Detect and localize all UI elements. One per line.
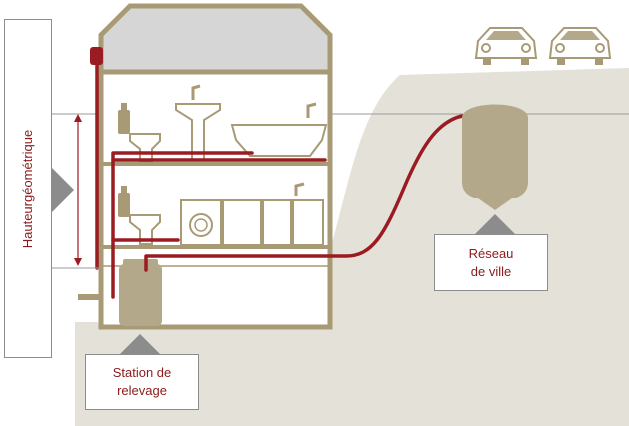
network-label-line1: Réseau xyxy=(468,245,514,261)
toilet-middle-icon xyxy=(129,214,161,245)
water-heater-middle-icon xyxy=(118,186,130,217)
height-callout-pointer xyxy=(52,168,74,212)
city-network-base xyxy=(478,198,512,210)
lifting-station-lid xyxy=(123,259,158,266)
city-network-tank xyxy=(462,104,528,198)
lifting-station-tank xyxy=(119,264,162,326)
washing-machine-icon xyxy=(180,199,222,246)
bath-faucet-icon xyxy=(306,102,317,118)
car-icon xyxy=(474,27,538,65)
height-callout: Hauteurgéométrique xyxy=(4,19,52,358)
kitchen-cabinet-1 xyxy=(222,199,262,246)
faucet-upper-icon xyxy=(191,84,201,100)
station-label-line1: Station de xyxy=(112,365,172,380)
kitchen-cabinet-3 xyxy=(292,199,324,246)
water-heater-icon xyxy=(118,103,130,134)
drain-pipes xyxy=(95,58,464,299)
bathtub-icon xyxy=(230,124,328,157)
station-callout: Station de relevage xyxy=(85,354,199,410)
network-label-line2: de ville xyxy=(470,263,512,279)
drain-stub xyxy=(78,294,102,300)
height-label: Hauteurgéométrique xyxy=(20,129,35,248)
vent-cap xyxy=(90,47,103,65)
station-callout-pointer xyxy=(120,334,160,354)
kitchen-faucet-icon xyxy=(294,182,305,196)
car-icon xyxy=(548,27,612,65)
station-label-line2: relevage xyxy=(117,383,167,398)
kitchen-cabinet-2 xyxy=(262,199,292,246)
network-callout: Réseau de ville xyxy=(434,234,548,291)
height-dimension-arrow xyxy=(74,114,82,266)
house-roof xyxy=(98,3,333,75)
network-callout-pointer xyxy=(475,214,515,234)
